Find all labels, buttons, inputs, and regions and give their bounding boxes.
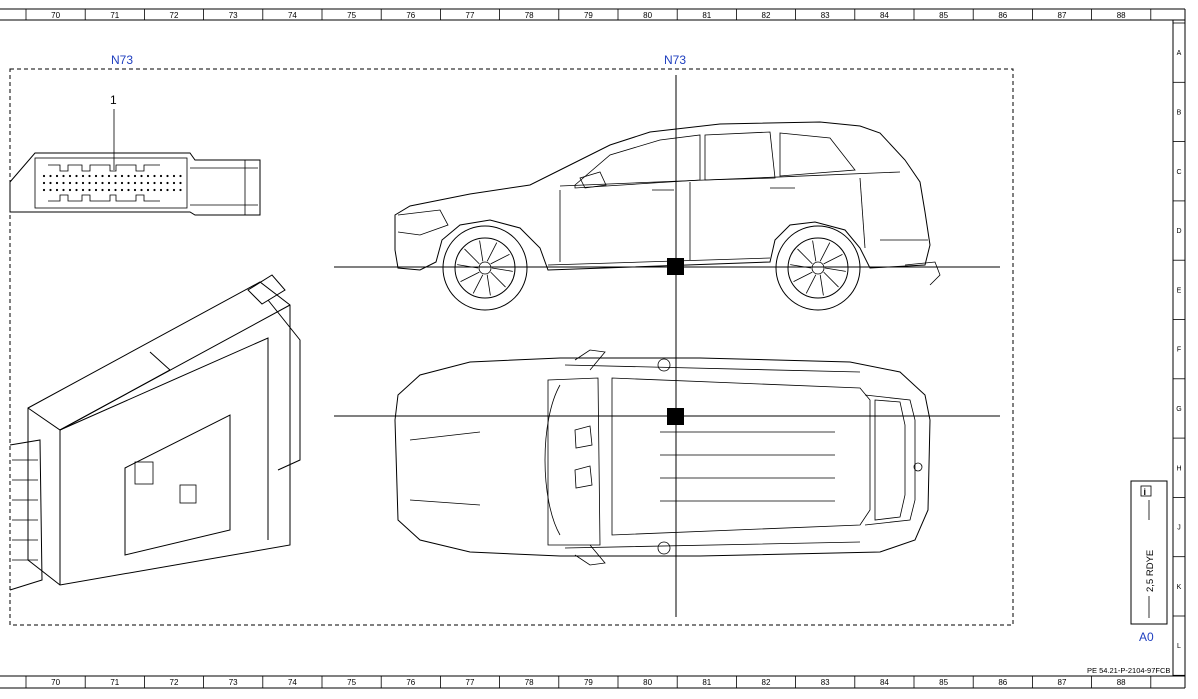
document-id: PE 54.21-P-2104-97FCB [1087, 666, 1170, 675]
row-letter: E [1177, 287, 1182, 294]
top-ruler-number: 87 [1058, 11, 1067, 20]
info-icon: i [1144, 487, 1147, 497]
bottom-ruler-number: 80 [643, 678, 652, 687]
bottom-ruler-number: 73 [229, 678, 238, 687]
vehicle-top-view [394, 349, 931, 566]
bottom-ruler-number: 74 [288, 678, 297, 687]
bottom-ruler-number: 75 [347, 678, 356, 687]
connector-ref-label[interactable]: A0 [1139, 630, 1154, 644]
control-unit-housing [9, 274, 301, 591]
row-letter: C [1176, 169, 1181, 176]
component-boundary [9, 68, 1014, 626]
bottom-ruler-number: 87 [1058, 678, 1067, 687]
top-ruler-number: 79 [584, 11, 593, 20]
bottom-ruler-number: 86 [998, 678, 1007, 687]
bottom-ruler-number: 84 [880, 678, 889, 687]
row-letter: H [1176, 465, 1181, 472]
top-ruler-number: 77 [466, 11, 475, 20]
bottom-ruler-number: 88 [1117, 678, 1126, 687]
callout-number: 1 [110, 93, 117, 107]
top-ruler-number: 76 [406, 11, 415, 20]
top-ruler-number: 88 [1117, 11, 1126, 20]
bottom-ruler-number: 85 [939, 678, 948, 687]
top-ruler-number: 70 [51, 11, 60, 20]
top-ruler-number: 81 [702, 11, 711, 20]
wire-legend[interactable]: i 2,5 RDYE [1130, 480, 1168, 625]
bottom-ruler-number: 72 [170, 678, 179, 687]
bottom-ruler-number: 71 [110, 678, 119, 687]
bottom-ruler-number: 77 [466, 678, 475, 687]
row-letter: F [1177, 347, 1181, 354]
row-letter: K [1177, 584, 1182, 591]
top-ruler-number: 75 [347, 11, 356, 20]
row-letter: D [1176, 228, 1181, 235]
top-ruler-number: 74 [288, 11, 297, 20]
location-marker-top [667, 408, 684, 425]
top-ruler-number: 84 [880, 11, 889, 20]
row-letter: G [1176, 406, 1181, 413]
row-letter: B [1177, 109, 1182, 116]
top-ruler-number: 86 [998, 11, 1007, 20]
bottom-ruler-number: 79 [584, 678, 593, 687]
location-crosshair [334, 75, 1000, 617]
bottom-ruler-number: 82 [762, 678, 771, 687]
connector-detail [9, 152, 261, 216]
bottom-ruler-number: 70 [51, 678, 60, 687]
top-ruler-number: 71 [110, 11, 119, 20]
top-ruler-number: 78 [525, 11, 534, 20]
top-ruler-number: 80 [643, 11, 652, 20]
row-letter: L [1177, 643, 1181, 650]
top-ruler-number: 73 [229, 11, 238, 20]
row-ruler: A B C D E F G H J K L [1172, 9, 1186, 688]
row-letter: J [1177, 525, 1181, 532]
top-ruler-number: 72 [170, 11, 179, 20]
vehicle-side-view [394, 121, 941, 311]
component-label-left[interactable]: N73 [111, 53, 133, 67]
bottom-ruler-number: 83 [821, 678, 830, 687]
location-marker-side [667, 258, 684, 275]
bottom-ruler-number: 81 [702, 678, 711, 687]
wire-spec: 2,5 RDYE [1145, 550, 1156, 592]
top-ruler-number: 82 [762, 11, 771, 20]
component-label-center[interactable]: N73 [664, 53, 686, 67]
bottom-ruler: 70 71 72 73 74 75 76 77 78 79 80 81 82 83 84 85 86 87 88 [0, 675, 1185, 689]
top-ruler-number: 83 [821, 11, 830, 20]
row-letter: A [1177, 50, 1182, 57]
top-ruler-number: 85 [939, 11, 948, 20]
bottom-ruler-number: 78 [525, 678, 534, 687]
bottom-ruler-number: 76 [406, 678, 415, 687]
top-ruler: 70 71 72 73 74 75 76 77 78 79 80 81 82 83 84 85 86 87 88 [0, 8, 1185, 21]
